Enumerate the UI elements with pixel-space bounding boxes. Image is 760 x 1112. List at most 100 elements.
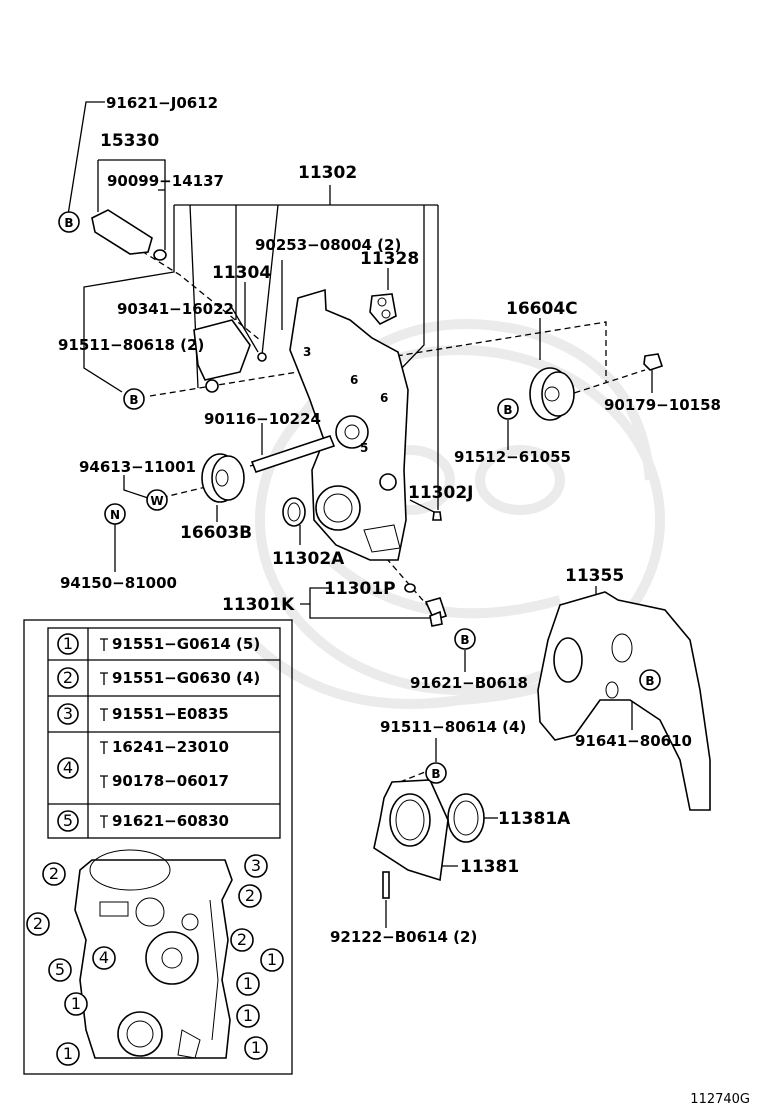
svg-text:1: 1	[63, 1044, 73, 1063]
inset-callout-2: 2	[26, 912, 50, 936]
bolt-icon	[100, 638, 108, 651]
svg-text:2: 2	[237, 930, 247, 949]
label-11355: 11355	[565, 566, 624, 586]
marker-w-washer: W	[146, 489, 168, 511]
inset-callout-1: 1	[260, 948, 284, 972]
label-16603B: 16603B	[180, 523, 252, 543]
marker-b-retainer: B	[425, 762, 447, 784]
legend-part-number: 91551−E0835	[112, 705, 229, 723]
part-bracket-11304	[193, 319, 267, 393]
label-11302: 11302	[298, 163, 357, 183]
inset-callout-1: 1	[236, 1004, 260, 1028]
legend-row-number-circle	[57, 667, 79, 689]
cover-number-3: 3	[303, 345, 311, 359]
part-vvt-sensor	[91, 209, 167, 261]
part-plate-11355	[537, 591, 711, 811]
svg-text:B: B	[64, 216, 73, 230]
inset-cover-drawing	[74, 849, 233, 1059]
label-16604C: 16604C	[506, 299, 578, 319]
part-gasket-11328	[369, 293, 397, 325]
svg-text:4: 4	[99, 948, 109, 967]
legend-row-number-circle	[57, 757, 79, 779]
inset-callout-4: 4	[92, 946, 116, 970]
inset-callout-2: 2	[238, 884, 262, 908]
label-11304: 11304	[212, 263, 271, 283]
part-stud-92122	[382, 871, 390, 899]
part-pulley-16603B	[201, 453, 245, 503]
cover-number-6a: 6	[350, 373, 358, 387]
figure-id: 112740G	[690, 1092, 750, 1107]
marker-b-sensor-bolt: B	[454, 628, 476, 650]
marker-n-nut: N	[104, 503, 126, 525]
part-oring-11301P	[404, 583, 416, 593]
inset-callout-1: 1	[64, 992, 88, 1016]
label-91641-80610: 91641−80610	[575, 732, 692, 750]
svg-text:B: B	[431, 767, 440, 781]
label-91511-80614: 91511−80614 (4)	[380, 718, 526, 736]
label-92122-B0614: 92122−B0614 (2)	[330, 928, 477, 946]
bolt-icon	[100, 708, 108, 721]
inset-callout-1: 1	[244, 1036, 268, 1060]
svg-text:2: 2	[245, 886, 255, 905]
svg-text:B: B	[503, 403, 512, 417]
marker-b-sensor: B	[58, 211, 80, 233]
bolt-legend-table: 1 91551−G0614 (5) 2 91551−G0630 (4) 3 91551−E…	[57, 633, 260, 832]
inset-callout-2: 2	[230, 928, 254, 952]
legend-row-number: 3	[63, 704, 73, 723]
cover-number-6b: 6	[380, 391, 388, 405]
legend-part-number: 91621−60830	[112, 812, 229, 830]
svg-text:N: N	[110, 508, 120, 522]
bolt-icon	[100, 815, 108, 828]
legend-part-number: 90178−06017	[112, 772, 229, 790]
label-15330: 15330	[100, 131, 159, 151]
bolt-legend-panel	[23, 619, 293, 1075]
part-idler-pulley-16604C	[529, 367, 575, 421]
svg-text:B: B	[460, 633, 469, 647]
label-11301P: 11301P	[324, 579, 396, 599]
svg-text:1: 1	[71, 994, 81, 1013]
part-sensor-bolt	[424, 597, 448, 627]
inset-callout-3: 3	[244, 854, 268, 878]
label-91621-J0612: 91621−J0612	[106, 94, 218, 112]
legend-row-number: 2	[63, 668, 73, 687]
reference-markers: B B B W N B B B	[58, 211, 661, 784]
cover-number-5: 5	[360, 441, 368, 455]
label-91511-80618: 91511−80618 (2)	[58, 336, 204, 354]
inset-callout-1: 1	[236, 972, 260, 996]
marker-b-bracket: B	[123, 388, 145, 410]
bolt-icon	[100, 775, 108, 788]
label-90341-16022: 90341−16022	[117, 300, 234, 318]
legend-row-number-circle	[57, 810, 79, 832]
legend-row-number: 5	[63, 811, 73, 830]
label-11302J: 11302J	[408, 483, 473, 503]
legend-row-number: 1	[63, 634, 73, 653]
bolt-icon	[100, 741, 108, 754]
label-91512-61055: 91512−61055	[454, 448, 571, 466]
label-90179-10158: 90179−10158	[604, 396, 721, 414]
part-timing-cover: 3 6 6 5	[289, 288, 409, 561]
svg-text:1: 1	[267, 950, 277, 969]
svg-text:2: 2	[33, 914, 43, 933]
svg-text:2: 2	[49, 864, 59, 883]
legend-part-number: 91551−G0630 (4)	[112, 669, 260, 687]
part-seal-retainer-11381	[373, 779, 449, 882]
label-11381: 11381	[460, 857, 519, 877]
legend-part-number: 91551−G0614 (5)	[112, 635, 260, 653]
part-labels: 91621−J0612 15330 90099−14137 11302 9025…	[58, 94, 721, 946]
label-90253-08004: 90253−08004 (2)	[255, 236, 401, 254]
marker-b-idler: B	[497, 398, 519, 420]
svg-text:B: B	[129, 393, 138, 407]
label-90099-14137: 90099−14137	[107, 172, 224, 190]
bolt-icon	[100, 672, 108, 685]
legend-part-number: 16241−23010	[112, 738, 229, 756]
label-94150-81000: 94150−81000	[60, 574, 177, 592]
legend-row-2: 2 91551−G0630 (4)	[57, 667, 260, 689]
svg-text:W: W	[150, 494, 163, 508]
svg-text:B: B	[645, 674, 654, 688]
label-11328: 11328	[360, 249, 419, 269]
legend-row-number-circle	[57, 703, 79, 725]
label-90116-10224: 90116−10224	[204, 410, 321, 428]
